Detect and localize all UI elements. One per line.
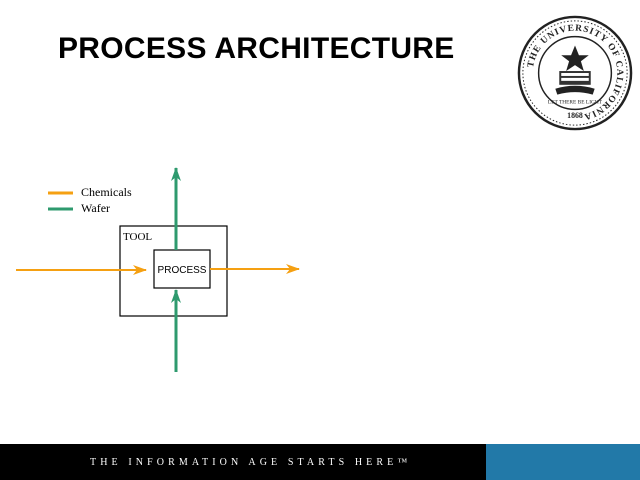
seal-dotted-ring (522, 20, 628, 126)
legend: Chemicals Wafer (48, 185, 132, 215)
legend-wafer-label: Wafer (81, 201, 110, 215)
footer-bar: THE INFORMATION AGE STARTS HERE™ (0, 444, 640, 480)
seal-year: 1868 (567, 111, 583, 120)
footer-tagline: THE INFORMATION AGE STARTS HERE™ (90, 457, 412, 468)
process-label: PROCESS (158, 265, 207, 276)
seal-inner-ring (537, 35, 613, 111)
process-diagram: Chemicals Wafer TOOL PROCESS (16, 167, 300, 372)
seal-motto: LET THERE BE LIGHT (548, 99, 603, 105)
university-seal: THE UNIVERSITY OF CALIFORNIA LET THERE B… (517, 15, 633, 131)
seal-outer-ring (517, 15, 633, 131)
footer-accent-block (486, 444, 640, 480)
slide-title: PROCESS ARCHITECTURE (58, 32, 455, 65)
seal-emblem (555, 45, 595, 95)
legend-chemicals-label: Chemicals (81, 185, 132, 199)
tool-label: TOOL (123, 231, 152, 243)
